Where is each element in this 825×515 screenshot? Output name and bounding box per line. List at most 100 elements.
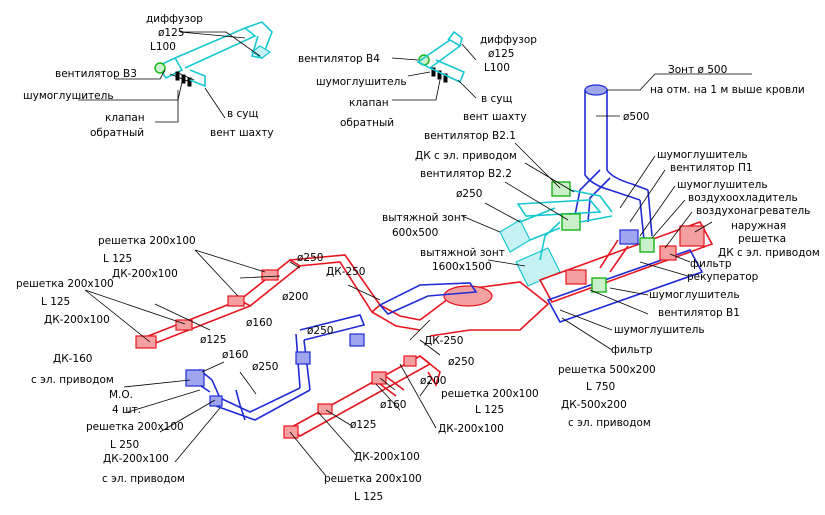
label: шумоглушитель bbox=[614, 324, 705, 336]
exhaust-middle bbox=[185, 282, 478, 421]
label: вытяжной зонт bbox=[420, 247, 505, 259]
label: ø200 bbox=[420, 375, 446, 387]
label: обратный bbox=[90, 127, 144, 139]
fan-v3-icon bbox=[154, 62, 166, 74]
label: ДК-200x100 bbox=[103, 453, 169, 465]
label: ДК-200x100 bbox=[44, 314, 110, 326]
system-v3 bbox=[154, 21, 273, 88]
label: решетка 200x100 bbox=[86, 421, 184, 433]
system-v2 bbox=[499, 181, 613, 287]
grille-icon bbox=[135, 335, 157, 349]
label: в сущ bbox=[481, 93, 513, 105]
label: вент шахту bbox=[463, 111, 527, 123]
label: вентилятор В1 bbox=[658, 307, 740, 319]
label: воздухоохладитель bbox=[688, 192, 798, 204]
label: 600x500 bbox=[392, 227, 438, 239]
label: ø250 bbox=[252, 361, 278, 373]
label: шумоглушитель bbox=[677, 179, 768, 191]
label: ДК-250 bbox=[326, 266, 366, 278]
label: Зонт ø 500 bbox=[668, 64, 727, 76]
label: вентилятор В2.1 bbox=[424, 130, 516, 142]
grille-icon bbox=[371, 371, 387, 385]
label: с эл. приводом bbox=[568, 417, 651, 429]
label: обратный bbox=[340, 117, 394, 129]
label: L 125 bbox=[475, 404, 504, 416]
supply-upper-branch bbox=[135, 254, 550, 349]
system-v4 bbox=[416, 30, 466, 84]
grille-icon bbox=[261, 269, 279, 281]
label: ø160 bbox=[222, 349, 248, 361]
grille-icon bbox=[295, 351, 311, 365]
label: вентилятор В4 bbox=[298, 53, 380, 65]
fan-p1-icon bbox=[639, 237, 655, 253]
label: ДК с эл. приводом bbox=[415, 150, 517, 162]
label: с эл. приводом bbox=[102, 473, 185, 485]
label: L 125 bbox=[103, 253, 132, 265]
label: ø200 bbox=[282, 291, 308, 303]
check-valve-v4-icon bbox=[431, 67, 448, 83]
damper-icon bbox=[619, 229, 639, 245]
grille-icon bbox=[317, 403, 333, 415]
ahu-p1 bbox=[538, 221, 714, 323]
label: ø125 bbox=[158, 27, 184, 39]
label: ДК-500x200 bbox=[561, 399, 627, 411]
label: вентилятор В3 bbox=[55, 68, 137, 80]
label: на отм. на 1 м выше кровли bbox=[650, 84, 805, 96]
label: ø125 bbox=[200, 334, 226, 346]
damper-icon bbox=[185, 369, 205, 387]
grille-icon bbox=[349, 333, 365, 347]
label: ø250 bbox=[448, 356, 474, 368]
label: клапан bbox=[105, 112, 145, 124]
label: рекуператор bbox=[687, 271, 759, 283]
label: воздухонагреватель bbox=[696, 205, 810, 217]
label: решетка 500x200 bbox=[558, 364, 656, 376]
fan-v21-icon bbox=[551, 181, 571, 197]
label: решетка bbox=[738, 233, 786, 245]
label: решетка 200x100 bbox=[441, 388, 539, 400]
label: вент шахту bbox=[210, 127, 274, 139]
label: ДК-200x100 bbox=[112, 268, 178, 280]
label: ø125 bbox=[350, 419, 376, 431]
label: решетка 200x100 bbox=[98, 235, 196, 247]
supply-lower-branch bbox=[283, 355, 441, 439]
heater-icon bbox=[659, 245, 677, 261]
label: решетка 200x100 bbox=[16, 278, 114, 290]
label: L100 bbox=[484, 62, 510, 74]
label: с эл. приводом bbox=[31, 374, 114, 386]
label: ДК-160 bbox=[53, 353, 93, 365]
label: ø250 bbox=[307, 325, 333, 337]
label: 1600x1500 bbox=[432, 261, 492, 273]
label: ø125 bbox=[488, 48, 514, 60]
label: ø250 bbox=[297, 252, 323, 264]
grille-icon bbox=[175, 319, 193, 331]
label: ø160 bbox=[246, 317, 272, 329]
filter-icon bbox=[565, 269, 587, 285]
label: шумоглушитель bbox=[649, 289, 740, 301]
label: ø160 bbox=[380, 399, 406, 411]
label: вентилятор В2.2 bbox=[420, 168, 512, 180]
outdoor-grille-icon bbox=[679, 225, 705, 247]
grille-icon bbox=[209, 395, 223, 407]
label: в сущ bbox=[227, 108, 259, 120]
label: решетка 200x100 bbox=[324, 473, 422, 485]
label: L100 bbox=[150, 41, 176, 53]
label: М.О. bbox=[109, 389, 133, 401]
label: наружная bbox=[731, 220, 786, 232]
label: диффузор bbox=[480, 34, 537, 46]
label: диффузор bbox=[146, 13, 203, 25]
riser-d500 bbox=[574, 84, 653, 241]
fan-v22-icon bbox=[561, 213, 581, 231]
grille-icon bbox=[403, 355, 417, 367]
grille-icon bbox=[227, 295, 245, 307]
label: L 750 bbox=[586, 381, 615, 393]
label: ДК-200x100 bbox=[438, 423, 504, 435]
label: вентилятор П1 bbox=[670, 162, 753, 174]
label: фильтр bbox=[690, 258, 732, 270]
label: фильтр bbox=[611, 344, 653, 356]
label: L 250 bbox=[110, 439, 139, 451]
labels: диффузор ø125 L100 вентилятор В3 шумоглу… bbox=[16, 13, 820, 503]
label: вытяжной зонт bbox=[382, 212, 467, 224]
label: ø500 bbox=[623, 111, 649, 123]
label: ДК-200x100 bbox=[354, 451, 420, 463]
check-valve-v3-icon bbox=[175, 71, 192, 87]
